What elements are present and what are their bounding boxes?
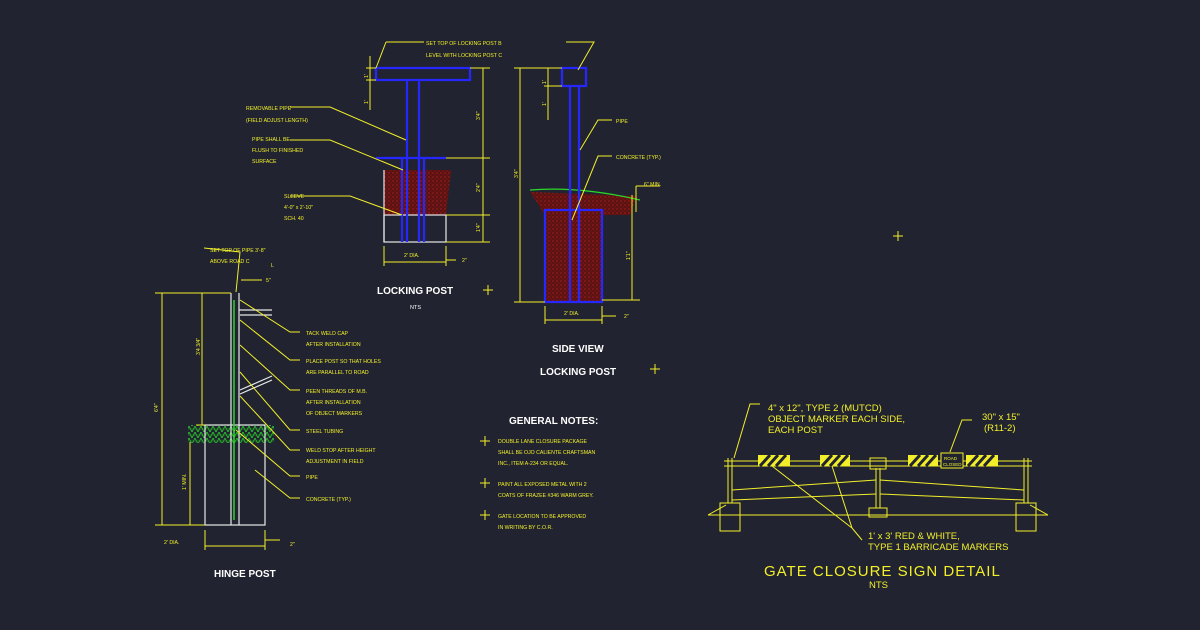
barricade-markers — [758, 453, 998, 468]
lp-note-10: SCH. 40 — [284, 216, 304, 222]
hp-dim-7: 2" — [290, 542, 295, 548]
lp-dim-5: 1'4" — [476, 223, 482, 232]
sv-dim-5: 2' DIA. — [564, 311, 579, 317]
gd-sign-text1: ROAD — [944, 456, 958, 461]
side-view-detail — [514, 41, 660, 324]
hp-dim-2: 5" — [266, 278, 271, 284]
lp-dim-6: 2' DIA. — [404, 253, 419, 259]
gn-item2-line2: COATS OF FRAZEE #346 WARM GREY. — [498, 493, 594, 499]
side-view-subtitle: LOCKING POST — [540, 367, 616, 378]
lp-dim-7: 2" — [462, 258, 467, 264]
locking-post-scale: NTS — [410, 305, 421, 311]
lp-note-3: REMOVABLE PIPE — [246, 106, 292, 112]
sv-dim-2: 1' — [542, 102, 548, 106]
hp-note-7: PEEN THREADS OF M.B. — [306, 389, 367, 395]
sv-note-min: 6" MIN. — [644, 182, 661, 188]
concrete-footing — [384, 170, 451, 215]
gd-barricade-line2: TYPE 1 BARRICADE MARKERS — [868, 542, 1008, 553]
sv-note-concrete: CONCRETE (TYP.) — [616, 155, 661, 161]
hinge-post-title: HINGE POST — [214, 569, 276, 580]
locking-post-title: LOCKING POST — [377, 286, 453, 297]
hp-note-8: AFTER INSTALLATION — [306, 400, 361, 406]
lp-note-2: LEVEL WITH LOCKING POST C — [426, 53, 502, 59]
gn-item3-line2: IN WRITING BY C.O.R. — [498, 525, 553, 531]
crosshair-markers — [480, 231, 903, 520]
hp-note-12: ADJUSTMENT IN FIELD — [306, 459, 364, 465]
sv-dim-3: 3'4" — [514, 169, 520, 178]
footing-outline — [383, 214, 447, 243]
lp-note-6: FLUSH TO FINISHED — [252, 148, 303, 154]
sv-dim-4: 1'1" — [626, 251, 632, 260]
hp-note-1: SET TOP OF PIPE 3'-8" — [210, 248, 266, 254]
gn-item1-line3: INC., ITEM A-234 OR EQUAL. — [498, 461, 568, 467]
lp-dim-1: 1' — [364, 74, 370, 78]
left-footing — [719, 502, 741, 532]
gd-sign-line2: (R11-2) — [984, 423, 1016, 434]
gd-sign-line1: 30" x 15" — [982, 412, 1020, 423]
lp-note-1: SET TOP OF LOCKING POST B — [426, 41, 502, 47]
hp-dim-1: L — [271, 263, 274, 269]
gd-sign-text2: CLOSED — [943, 462, 962, 467]
hp-dim-6: 2' DIA. — [164, 540, 179, 546]
gate-closure-detail — [707, 403, 1049, 541]
finished-grade-line — [529, 188, 641, 201]
hp-note-9: OF OBJECT MARKERS — [306, 411, 363, 417]
hp-dim-5: 1' MIN. — [182, 474, 188, 490]
hp-dim-3: 3'4 3/4" — [196, 338, 202, 355]
lp-dim-4: 2'4" — [476, 183, 482, 192]
gate-detail-title: GATE CLOSURE SIGN DETAIL — [764, 563, 1001, 580]
road-closed-sign — [940, 452, 964, 469]
lp-note-4: (FIELD ADJUST LENGTH) — [246, 118, 308, 124]
lp-dim-3: 3'4" — [476, 111, 482, 120]
right-footing — [1015, 502, 1037, 532]
gn-item1-line1: DOUBLE LANE CLOSURE PACKAGE — [498, 439, 588, 445]
hp-note-4: AFTER INSTALLATION — [306, 342, 361, 348]
general-notes-title: GENERAL NOTES: — [509, 416, 598, 427]
hp-note-2: ABOVE ROAD C — [210, 259, 250, 265]
gd-marker-line1: 4" x 12", TYPE 2 (MUTCD) — [768, 403, 882, 414]
hp-note-6: ARE PARALLEL TO ROAD — [306, 370, 369, 376]
hp-note-14: CONCRETE (TYP.) — [306, 497, 351, 503]
locking-post-detail — [290, 41, 490, 266]
hinge-concrete — [204, 424, 266, 526]
hp-note-13: PIPE — [306, 475, 318, 481]
lp-note-5: PIPE SHALL BE — [252, 137, 290, 143]
lp-note-8: SLEEVE — [284, 194, 305, 200]
gn-item2-line1: PAINT ALL EXPOSED METAL WITH 2 — [498, 482, 587, 488]
hp-note-10: STEEL TUBING — [306, 429, 343, 435]
hinge-post-detail — [155, 247, 300, 550]
gate-detail-scale: NTS — [869, 580, 888, 591]
sv-note-pipe: PIPE — [616, 119, 628, 125]
hp-note-11: WELD STOP AFTER HEIGHT — [306, 448, 376, 454]
gn-item3-line1: GATE LOCATION TO BE APPROVED — [498, 514, 586, 520]
gd-marker-line2: OBJECT MARKER EACH SIDE, — [768, 414, 905, 425]
side-post-cap — [560, 66, 588, 88]
locking-post-cap — [374, 66, 472, 82]
hp-note-5: PLACE POST SO THAT HOLES — [306, 359, 381, 365]
gd-barricade-line1: 1' x 3' RED & WHITE, — [868, 531, 960, 542]
side-view-title: SIDE VIEW — [552, 344, 604, 355]
gn-item1-line2: SHALL BE OJO CALIENTE CRAFTSMAN — [498, 450, 595, 456]
sv-dim-1: 1' — [542, 80, 548, 84]
lp-note-9: 4'-0" x 2'-10" — [284, 205, 313, 211]
hp-dim-4: 6'4" — [154, 403, 160, 412]
side-concrete — [545, 210, 602, 302]
lp-note-7: SURFACE — [252, 159, 277, 165]
lp-dim-2: 1' — [364, 100, 370, 104]
gd-marker-line3: EACH POST — [768, 425, 823, 436]
sv-dim-6: 2" — [624, 314, 629, 320]
hp-note-3: TACK WELD CAP — [306, 331, 349, 337]
